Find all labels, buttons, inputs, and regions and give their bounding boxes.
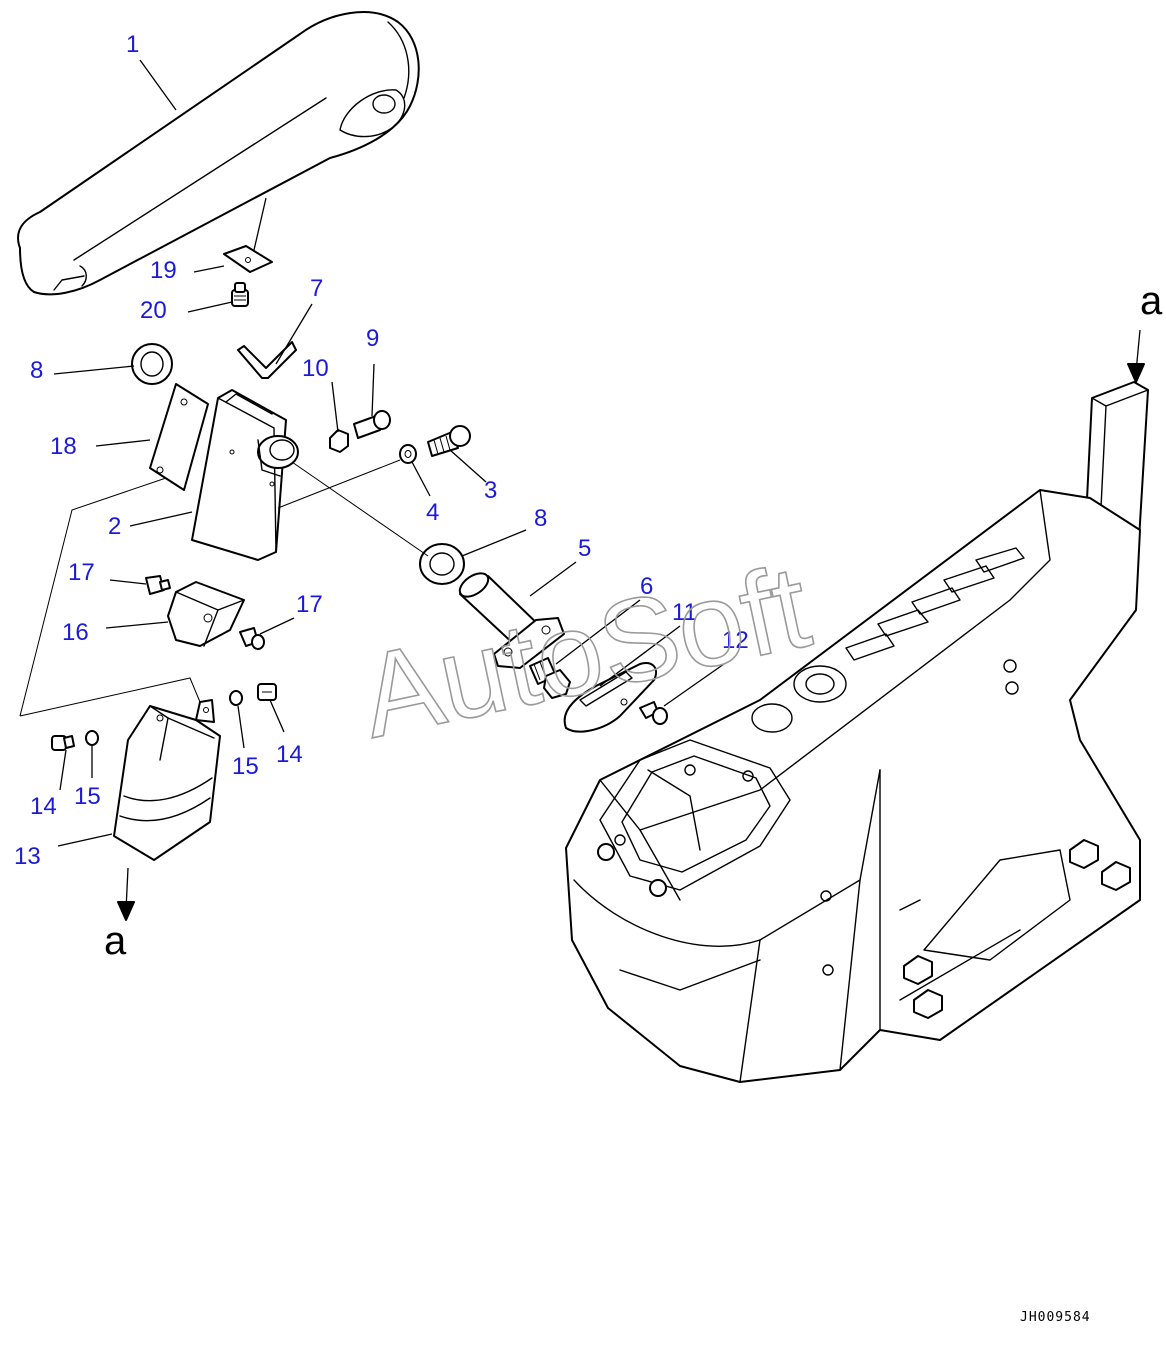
- callout-15-left: 15: [74, 783, 101, 810]
- callout-12: 12: [722, 627, 749, 654]
- screw-12: [639, 701, 668, 725]
- callout-2: 2: [108, 513, 121, 540]
- washer-15-right: [229, 690, 243, 706]
- clip-7: [237, 341, 297, 379]
- drawing-code: JH009584: [1020, 1310, 1091, 1325]
- callouts: 1 2 3 4 5 6 7 8 8 9 10 11 12 13 14 14 15…: [14, 31, 749, 870]
- bolt-9: [353, 410, 391, 439]
- console-top-slots: [845, 547, 1025, 661]
- leader-lines: [19, 59, 1145, 921]
- screw-17-upper: [145, 575, 171, 595]
- console-box: [565, 381, 1149, 1083]
- cover-13: [113, 699, 221, 861]
- screw-17-lower: [239, 627, 265, 650]
- callout-18: 18: [50, 433, 77, 460]
- bolt-6: [529, 657, 571, 699]
- washer-4: [399, 444, 417, 464]
- console-base-bolts: [903, 839, 1131, 1019]
- bracket-column-2: [191, 389, 299, 561]
- callout-17-lower: 17: [296, 591, 323, 618]
- callout-1: 1: [126, 31, 139, 58]
- callout-19: 19: [150, 257, 177, 284]
- callout-14-left: 14: [30, 793, 57, 820]
- bolt-20: [231, 282, 249, 307]
- callout-10: 10: [302, 355, 329, 382]
- plate-18: [149, 383, 209, 491]
- bolt-14-right: [257, 683, 277, 701]
- callout-6: 6: [640, 573, 653, 600]
- callout-16: 16: [62, 619, 89, 646]
- washer-8-upper: [131, 343, 173, 385]
- connection-marker-upper: a: [1140, 279, 1163, 323]
- callout-8-upper: 8: [30, 357, 43, 384]
- callout-17-upper: 17: [68, 559, 95, 586]
- bolt-14-left: [51, 735, 75, 751]
- callout-9: 9: [366, 325, 379, 352]
- callout-3: 3: [484, 477, 497, 504]
- washer-15-left: [85, 730, 99, 746]
- callout-15-right: 15: [232, 753, 259, 780]
- nut-10: [329, 429, 349, 453]
- washer-8-lower: [419, 543, 465, 585]
- callout-4: 4: [426, 499, 439, 526]
- cam-plate-11: [563, 662, 658, 733]
- callout-5: 5: [578, 535, 591, 562]
- bracket-16: [167, 581, 245, 647]
- callout-11: 11: [672, 599, 697, 626]
- connection-marker-lower: a: [104, 919, 127, 963]
- console-lever-opening: [597, 739, 791, 897]
- callout-13: 13: [14, 843, 41, 870]
- callout-7: 7: [310, 275, 323, 302]
- shaft-5: [458, 572, 565, 669]
- armrest-pad: [17, 11, 420, 296]
- bolt-3: [427, 425, 471, 457]
- console-knob-sockets: [751, 659, 1019, 733]
- callout-8-lower: 8: [534, 505, 547, 532]
- callout-20: 20: [140, 297, 167, 324]
- callout-14-right: 14: [276, 741, 303, 768]
- plate-19: [223, 245, 273, 273]
